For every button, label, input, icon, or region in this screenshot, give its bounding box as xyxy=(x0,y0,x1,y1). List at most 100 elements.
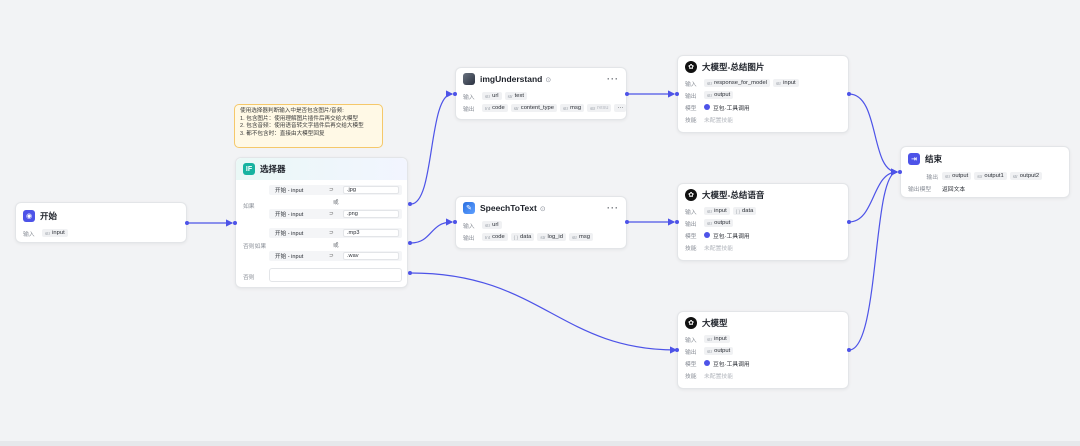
more-icon[interactable]: ··· xyxy=(607,74,619,84)
elif-label: 否则如果 xyxy=(243,244,267,250)
selector-in-port[interactable] xyxy=(233,221,237,225)
speech-plugin-icon: ✎ xyxy=(463,202,475,214)
edge-llmimg-end xyxy=(848,93,899,176)
llm-audio-out-port[interactable] xyxy=(847,220,851,224)
elif-out-port[interactable] xyxy=(408,241,412,245)
skill-label: 技能 xyxy=(685,373,697,380)
model-label: 模型 xyxy=(685,105,697,112)
param-tag: { }data xyxy=(510,233,535,241)
model-icon xyxy=(704,232,710,238)
image-plugin-icon xyxy=(463,73,475,85)
overflow-tag[interactable]: ··· xyxy=(614,104,627,112)
or-label: 或 xyxy=(333,200,339,206)
selector-node[interactable]: IF 选择器 如果 否则如果 否则 开始 - input ⊃ .jpg 或 开始… xyxy=(235,157,408,288)
speech-out-port[interactable] xyxy=(625,220,629,224)
condition-row[interactable]: 开始 - input ⊃ .jpg xyxy=(269,185,402,195)
input-label: 输入 xyxy=(23,231,35,238)
plugin-badge-icon: ⊙ xyxy=(539,206,546,213)
node-title: SpeechToText xyxy=(480,203,537,213)
input-label: 输入 xyxy=(685,337,697,344)
plugin-badge-icon: ⊙ xyxy=(545,77,552,84)
model-icon xyxy=(704,104,710,110)
output-label: 输出 xyxy=(685,93,697,100)
output-mode-label: 输出模型 xyxy=(908,186,932,193)
llm-audio-in-port[interactable] xyxy=(675,220,679,224)
model-label: 模型 xyxy=(685,361,697,368)
edge-if-img xyxy=(410,90,454,205)
note-line: 3. 都不包含时：直接由大模型回复 xyxy=(240,130,325,137)
llm-img-out-port[interactable] xyxy=(847,92,851,96)
note-line: 使用选择器判断输入中是否包含图片/音频: xyxy=(240,108,344,114)
llm-plain-out-port[interactable] xyxy=(847,348,851,352)
model-name: 豆包·工具调用 xyxy=(713,361,750,368)
else-label: 否则 xyxy=(243,275,255,281)
else-out-port[interactable] xyxy=(408,271,412,275)
condition-row[interactable]: 开始 - input ⊃ .png xyxy=(269,209,402,219)
node-title: imgUnderstand xyxy=(480,74,543,84)
skill-value: 未配置技能 xyxy=(704,373,733,380)
else-branch-box xyxy=(269,268,402,282)
output-label: 输出 xyxy=(685,221,697,228)
comment-note[interactable]: 使用选择器判断输入中是否包含图片/音频: 1. 包含图片：使用理解图片插件后再交… xyxy=(234,104,383,148)
model-label: 模型 xyxy=(685,233,697,240)
node-title: 大模型-总结图片 xyxy=(702,62,765,72)
node-title: 开始 xyxy=(40,211,58,221)
skill-value: 未配置技能 xyxy=(704,117,733,124)
output-label: 输出 xyxy=(463,235,475,242)
edge-llmaudio-end xyxy=(848,168,899,223)
if-label: 如果 xyxy=(243,204,255,210)
end-icon: ⇥ xyxy=(908,153,920,165)
img-out-port[interactable] xyxy=(625,92,629,96)
condition-row[interactable]: 开始 - input ⊃ .wav xyxy=(269,251,402,261)
model-name: 豆包·工具调用 xyxy=(713,233,750,240)
note-line: 2. 包含音频：使用语音转文字插件后再交给大模型 xyxy=(240,123,364,130)
llm-img-in-port[interactable] xyxy=(675,92,679,96)
output-label: 输出 xyxy=(685,349,697,356)
llm-plain-in-port[interactable] xyxy=(675,348,679,352)
edge-llmplain-end xyxy=(848,168,899,351)
node-title: 大模型-总结语音 xyxy=(702,190,765,200)
note-line: 1. 包含图片：使用理解图片插件后再交给大模型 xyxy=(240,115,359,122)
more-icon[interactable]: ··· xyxy=(607,203,619,213)
condition-row[interactable]: 开始 - input ⊃ .mp3 xyxy=(269,228,402,238)
output-label: 输出 xyxy=(926,174,938,181)
start-icon: ◉ xyxy=(23,210,35,222)
skill-label: 技能 xyxy=(685,245,697,252)
input-label: 输入 xyxy=(463,94,475,101)
img-in-port[interactable] xyxy=(453,92,457,96)
input-label: 输入 xyxy=(463,223,475,230)
if-out-port[interactable] xyxy=(408,202,412,206)
end-in-port[interactable] xyxy=(898,170,902,174)
speech-in-port[interactable] xyxy=(453,220,457,224)
edge-else-llm xyxy=(410,272,678,354)
edge-elif-speech xyxy=(410,218,454,244)
node-title: 结束 xyxy=(925,154,943,164)
canvas-bottom-bar xyxy=(0,441,1080,446)
output-mode-value: 返回文本 xyxy=(942,186,966,193)
start-out-port[interactable] xyxy=(185,221,189,225)
input-label: 输入 xyxy=(685,209,697,216)
param-tag: { }data xyxy=(732,207,757,215)
selector-icon: IF xyxy=(243,163,255,175)
